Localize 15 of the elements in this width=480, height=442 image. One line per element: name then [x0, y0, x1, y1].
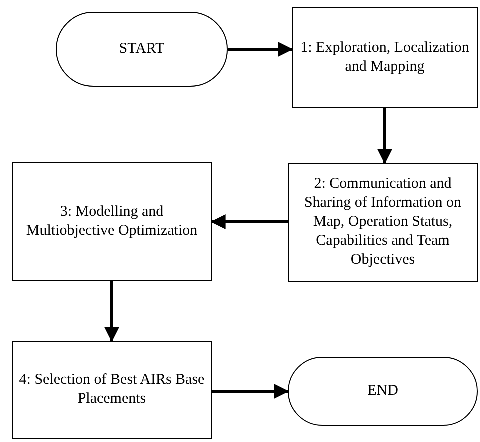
- node-label: 3: Modelling and Multiobjective Optimization: [25, 202, 199, 240]
- arrow: [104, 281, 120, 342]
- node-label: 2: Communication and Sharing of Information on Map, Operation Status, Capabilities and Team Objectives: [303, 175, 463, 270]
- process-box: [288, 163, 478, 282]
- node-label: 1: Exploration, Localization and Mapping: [300, 38, 470, 76]
- arrow: [212, 384, 290, 399]
- process-box: [292, 7, 478, 108]
- node-label: START: [119, 40, 165, 59]
- node-label: END: [368, 382, 398, 401]
- arrow: [378, 108, 392, 164]
- process-box: [12, 341, 212, 439]
- process-box: [12, 162, 212, 281]
- arrow: [228, 42, 294, 57]
- arrow: [210, 214, 288, 230]
- node-label: 4: Selection of Best AIRs Base Placements: [18, 371, 206, 409]
